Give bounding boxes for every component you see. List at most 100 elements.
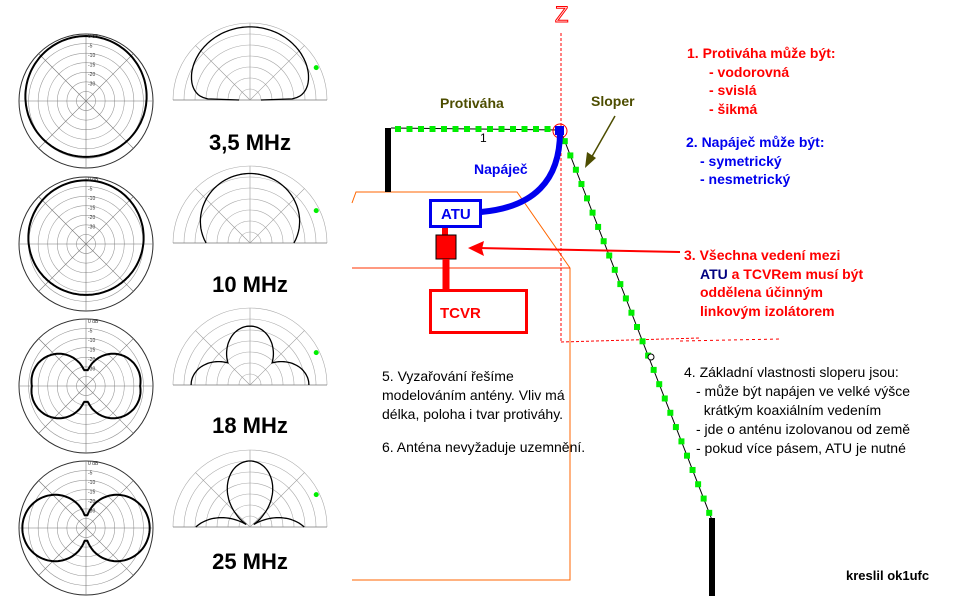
segment-marker (567, 152, 574, 159)
polar-plot-0: 0 dB-5-10-15-20-30 (18, 22, 328, 169)
segment-marker (510, 126, 516, 132)
grid-spoke (249, 188, 305, 244)
note-6: 6. Anténa nevyžaduje uzemnění. (382, 439, 586, 455)
segment-marker (628, 309, 635, 316)
note-3: 3. Všechna vedení mezi ATU a TCVRem musí… (684, 246, 863, 320)
max-marker (313, 65, 319, 71)
polar-plot-2: 0 dB-5-10-15-20-30 (18, 307, 328, 454)
polar-plots: 0 dB-5-10-15-20-300 dB-5-10-15-20-300 dB… (18, 22, 328, 596)
credit: kreslil ok1ufc (846, 568, 930, 583)
db-tick-label: -15 (88, 206, 95, 212)
db-tick-label: 0 dB (88, 461, 99, 467)
segment-marker (498, 126, 505, 132)
tcvr-box[interactable] (429, 289, 528, 334)
segment-marker (695, 481, 702, 488)
note-5-line: modelováním antény. Vliv má (382, 387, 565, 403)
grid-spoke (249, 330, 305, 386)
db-tick-label: -5 (88, 187, 93, 193)
polar-plot-1: 0 dB-5-10-15-20-30 (18, 165, 328, 312)
polar-plot-3: 0 dB-5-10-15-20-30 (18, 449, 328, 596)
segment-marker (650, 366, 657, 373)
segment-marker (689, 466, 696, 473)
segment-marker (475, 126, 482, 132)
note-1-item: - vodorovná (709, 63, 790, 80)
note-5-line: délka, poloha i tvar protiváhy. (382, 406, 564, 422)
note-3-text: a TCVRem musí být (727, 265, 864, 282)
segment-marker (617, 281, 624, 288)
freq-label-18: 18 MHz (212, 413, 288, 438)
segment-marker (572, 166, 579, 173)
note-3-line: linkovým izolátorem (700, 302, 835, 319)
note-5-line: 5. Vyzařování řešíme (382, 368, 514, 384)
note-2: 2. Napáječ může být: - symetrický - nesm… (686, 133, 825, 189)
isolator-arrow-head (468, 241, 484, 256)
segment-marker (684, 452, 690, 459)
note-2-item: - nesmetrický (700, 171, 791, 187)
note-4: 4. Základní vlastnosti sloperu jsou: - m… (684, 363, 910, 458)
segment-marker (487, 126, 493, 132)
freq-label-3-5: 3,5 MHz (209, 130, 291, 155)
segment-marker (606, 252, 613, 259)
segment-marker (584, 195, 590, 202)
note-4-item: - pokud více pásem, ATU je nutné (696, 440, 906, 456)
segment-marker (544, 126, 551, 132)
db-tick-label: -5 (88, 44, 93, 50)
segment-marker (661, 395, 668, 402)
db-tick-label: -15 (88, 63, 95, 69)
azimuth-pattern (30, 352, 142, 420)
elevation-pattern (190, 26, 310, 101)
feeder-label: Napáječ (474, 161, 528, 177)
segment-marker (589, 209, 596, 216)
mast (385, 128, 391, 192)
grid-spoke (38, 480, 134, 576)
segment-marker (672, 424, 679, 431)
db-tick-label: -20 (88, 499, 95, 505)
grid-spoke (195, 188, 251, 244)
db-tick-label: -20 (88, 215, 95, 221)
note-5: 5. Vyzařování řešíme modelováním antény.… (382, 367, 565, 424)
segment-marker (395, 126, 401, 132)
db-tick-label: -30 (88, 509, 95, 515)
note-3-line: 3. Všechna vedení mezi (684, 247, 841, 263)
azimuth-pattern (27, 179, 145, 296)
db-tick-label: -30 (88, 225, 95, 231)
grid-spoke (195, 330, 251, 386)
db-tick-label: -20 (88, 72, 95, 78)
elevation-pattern (195, 460, 305, 528)
segment-marker (441, 126, 447, 132)
note-2-item: - symetrický (700, 152, 782, 169)
segment-marker (634, 324, 640, 330)
ground-point-marker (647, 353, 655, 361)
max-marker (313, 208, 319, 214)
atu-box[interactable] (429, 199, 482, 228)
segment-marker (464, 126, 470, 132)
sloper-end-post (709, 518, 715, 596)
note-3-atu: ATU (700, 265, 728, 282)
grid-spoke (195, 45, 251, 101)
note-3-line: ATU a TCVRem musí být (684, 265, 863, 284)
segment-marker (600, 238, 607, 245)
sloper-segments (561, 138, 713, 516)
db-tick-label: -30 (88, 367, 95, 373)
segment-marker (639, 338, 646, 345)
feeder-line (480, 131, 563, 215)
note-1-item: - šikmá (709, 100, 758, 117)
azimuth-pattern (24, 35, 148, 158)
note-2-title: 2. Napáječ může být: (686, 134, 825, 150)
db-tick-label: -10 (88, 53, 95, 59)
azimuth-pattern (21, 493, 151, 563)
note-4-item: krátkým koaxiálním vedením (696, 402, 882, 418)
line-isolator (435, 234, 457, 260)
segment-marker (700, 495, 707, 502)
note-1: 1. Protiváha může být: - vodorovná - svi… (687, 44, 836, 118)
freq-label-25: 25 MHz (212, 549, 288, 574)
segment-marker (678, 438, 685, 445)
grid-spoke (249, 45, 305, 101)
segment-marker (452, 126, 459, 132)
sloper-label: Sloper (591, 93, 635, 109)
note-4-title: 4. Základní vlastnosti sloperu jsou: (684, 364, 899, 380)
segment-marker (667, 409, 674, 416)
db-tick-label: -20 (88, 357, 95, 363)
db-tick-label: -30 (88, 82, 95, 88)
